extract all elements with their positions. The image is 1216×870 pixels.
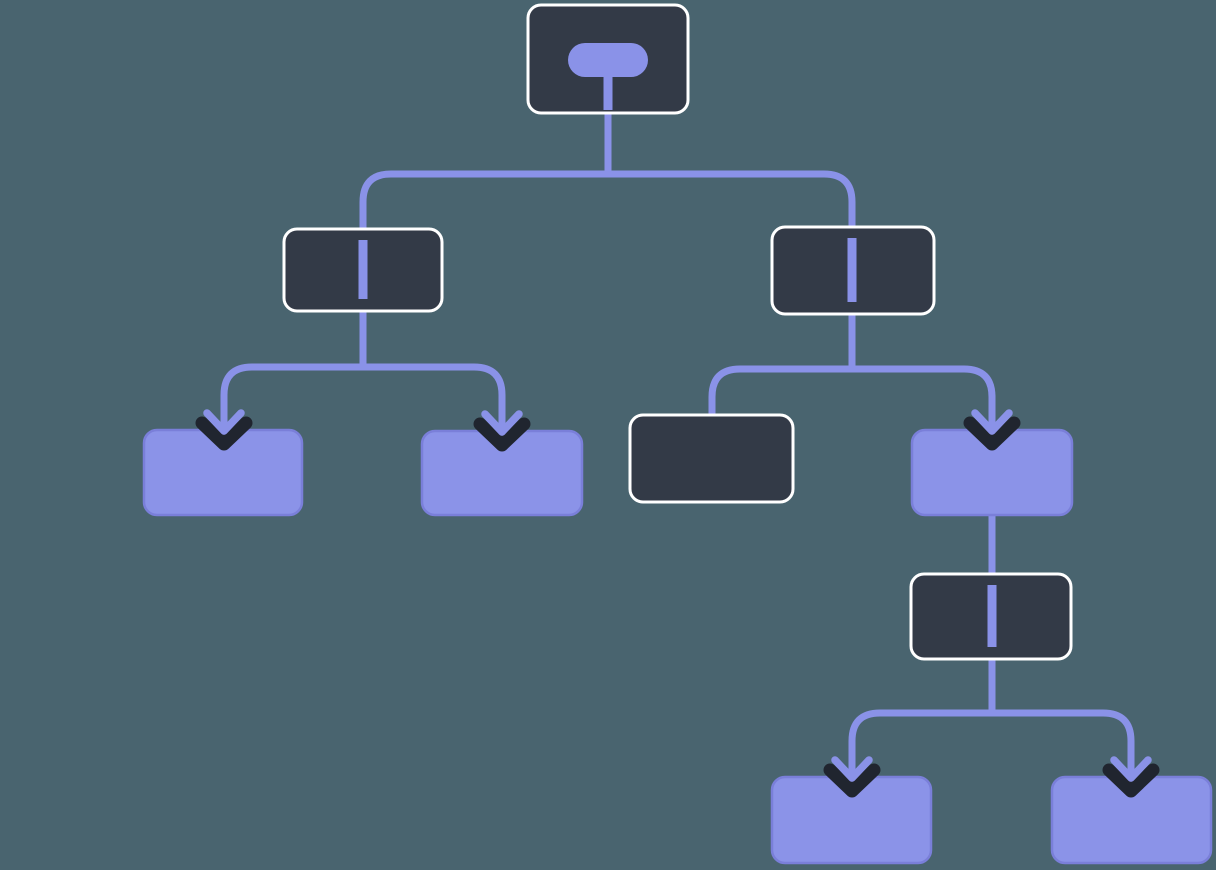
chevron-purple-stroke — [481, 410, 523, 436]
chevron-down-arrow-icon — [195, 392, 253, 451]
chevron-purple-stroke — [1110, 756, 1152, 782]
chevron-purple-stroke — [203, 409, 245, 435]
chevron-down-arrow-icon — [1102, 739, 1160, 798]
connector-left-split-bar — [220, 363, 506, 435]
chevron-dark-stroke — [963, 416, 1021, 451]
chevron-dark-stroke — [1102, 763, 1160, 798]
node-junction-left[interactable] — [282, 227, 444, 313]
connector-root-split-bar — [359, 170, 856, 304]
chevron-purple-stroke — [971, 409, 1013, 435]
pill-icon — [568, 43, 648, 77]
connector-right-split-bar — [708, 365, 996, 434]
node-root[interactable] — [526, 3, 690, 115]
chevron-down-arrow-icon — [963, 392, 1021, 451]
node-junction-right-low[interactable] — [909, 572, 1073, 661]
node-dark-leaf-box[interactable] — [628, 413, 795, 504]
nodes — [142, 3, 1213, 865]
chevron-down-arrow-icon — [473, 393, 531, 452]
node-dark-leaf[interactable] — [628, 413, 795, 504]
arrowheads — [195, 392, 1160, 798]
chevron-down-arrow-icon — [823, 739, 881, 798]
chevron-dark-stroke — [195, 416, 253, 451]
chevron-purple-stroke — [831, 756, 873, 782]
chevron-dark-stroke — [473, 417, 531, 452]
node-junction-right[interactable] — [770, 225, 936, 316]
connector-bottom-split-bar — [848, 709, 1135, 781]
chevron-dark-stroke — [823, 763, 881, 798]
